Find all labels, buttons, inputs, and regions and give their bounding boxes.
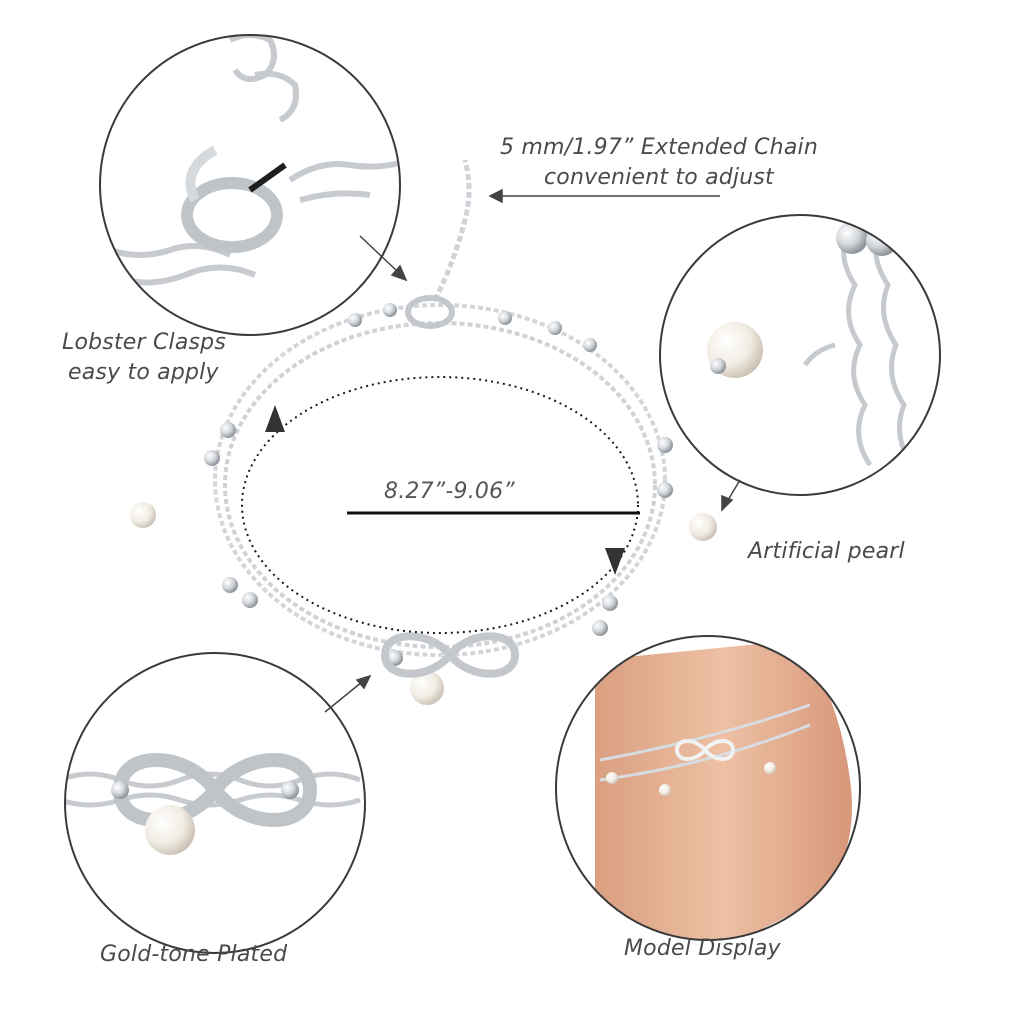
infinity-charm-detail bbox=[64, 652, 366, 954]
extended-chain-label: 5 mm/1.97” Extended Chain convenient to … bbox=[500, 133, 818, 193]
pearl-label: Artificial pearl bbox=[748, 539, 905, 564]
main-bracelet bbox=[130, 159, 717, 705]
extended-chain-line1: 5 mm/1.97” Extended Chain bbox=[500, 135, 818, 160]
model-display-detail bbox=[555, 635, 861, 941]
arrow-down-icon bbox=[605, 548, 625, 575]
pointer-lines bbox=[324, 188, 741, 713]
lobster-line1: Lobster Clasps bbox=[62, 330, 226, 355]
extended-chain-line2: convenient to adjust bbox=[544, 165, 774, 190]
lobster-line2: easy to apply bbox=[68, 360, 219, 385]
arrow-up-icon bbox=[265, 405, 285, 432]
size-range-label: 8.27”-9.06” bbox=[384, 479, 515, 504]
lobster-clasp-detail bbox=[99, 34, 401, 336]
size-indicator bbox=[241, 376, 640, 634]
model-display-label: Model Display bbox=[624, 936, 781, 961]
lobster-clasp-label: Lobster Clasps easy to apply bbox=[62, 328, 226, 388]
plated-label: Gold-tone Plated bbox=[100, 942, 288, 967]
pearl-detail bbox=[659, 214, 941, 496]
